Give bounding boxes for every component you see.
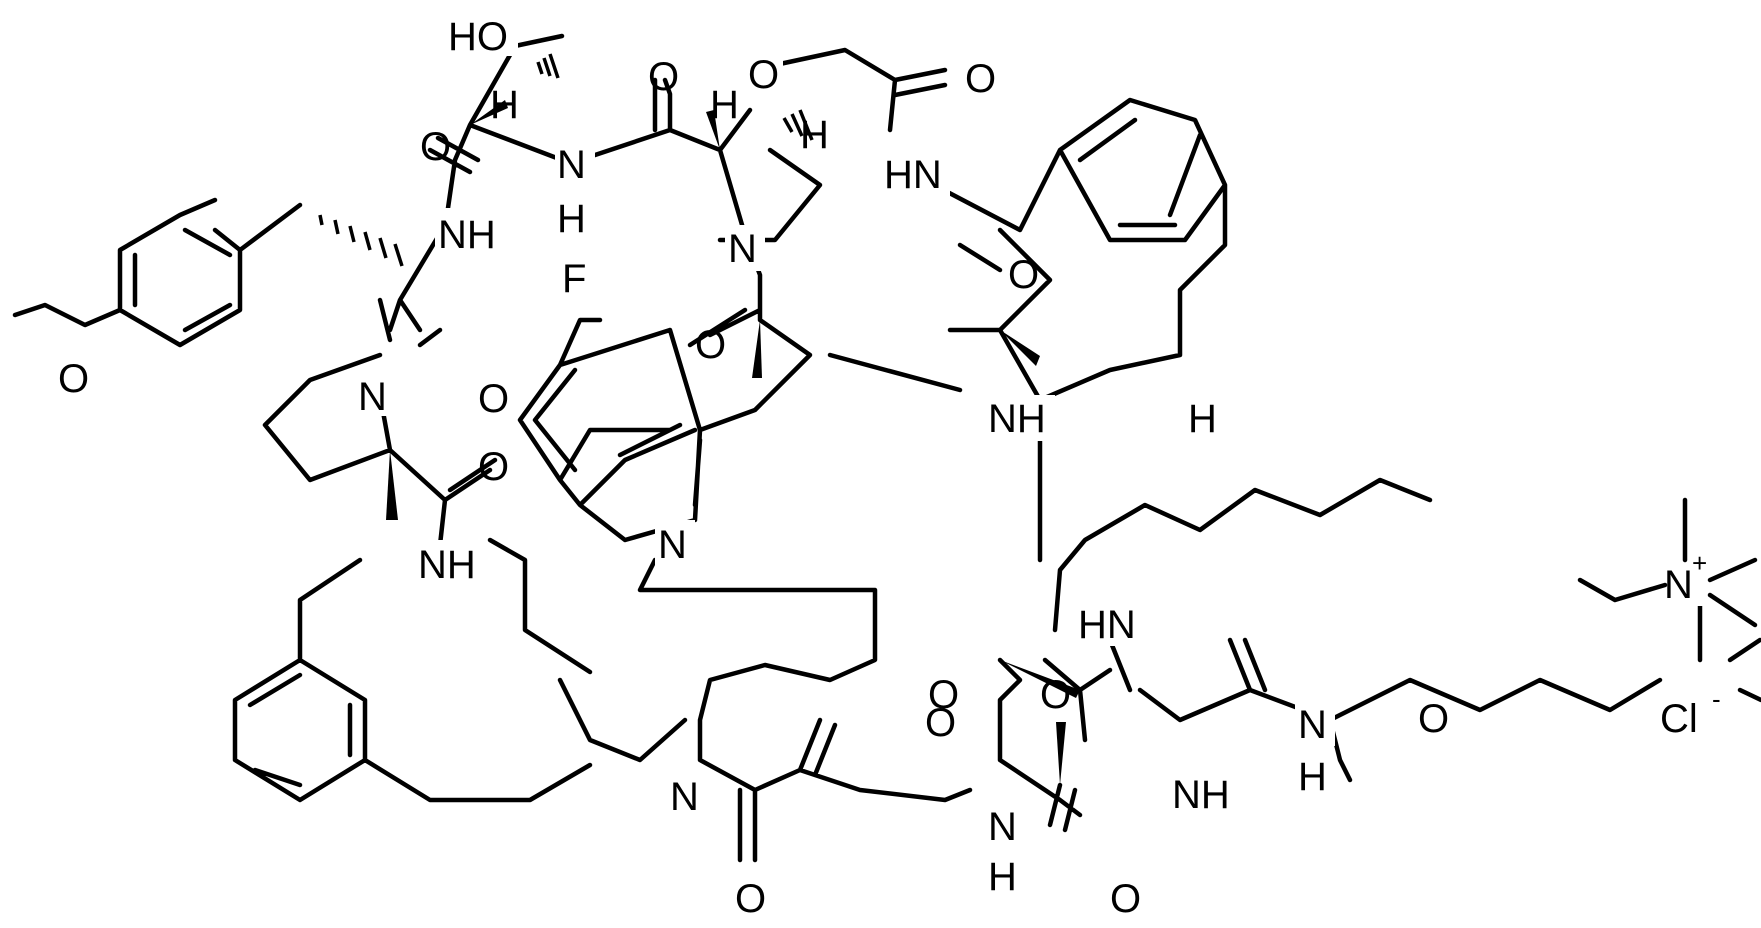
wedge-dap <box>1000 660 1080 698</box>
atom-label-o-meproco: O <box>478 445 509 489</box>
atom-label-ho: HO <box>448 15 508 59</box>
atom-label-n-hyp: N <box>728 227 757 271</box>
label-mask <box>1075 600 1145 646</box>
atom-label-nh-ala-h: H <box>988 855 1017 899</box>
atom-label-o-succ-a: O <box>925 701 956 745</box>
atom-label-hn-glyc: HN <box>884 153 942 197</box>
atom-label-n-plus: N <box>1664 563 1693 607</box>
charge-minus: - <box>1712 684 1721 714</box>
quaternary-ammonium-bonds <box>1577 497 1758 628</box>
atom-label-n-indole: N <box>658 523 687 567</box>
atom-label-o-phe: O <box>1008 253 1039 297</box>
atom-label-o-thr: O <box>420 125 451 169</box>
atom-label-o-dapside: O <box>1418 697 1449 741</box>
atom-label-o-ala: O <box>928 673 959 717</box>
label-mask <box>985 800 1025 846</box>
label-mask <box>355 370 395 416</box>
atom-label-nh-trp: NH <box>988 397 1046 441</box>
atom-label-o-hyp: O <box>648 55 679 99</box>
atom-label-nh-tyr: NH <box>438 213 496 257</box>
wedge-trp <box>752 320 762 378</box>
atom-label-h-phe: H <box>1188 397 1217 441</box>
charge-plus: + <box>1692 548 1707 578</box>
label-mask <box>435 208 505 254</box>
atom-label-cl: Cl <box>1660 697 1698 741</box>
label-mask <box>985 395 1055 441</box>
atom-label-f: F <box>562 257 586 301</box>
atom-label-n-mepro: N <box>358 375 387 419</box>
label-mask <box>668 772 708 818</box>
atom-label-nh-thr: N <box>557 143 586 187</box>
atom-label-o-dap: O <box>1040 673 1071 717</box>
label-mask <box>560 255 596 299</box>
bond-network <box>12 33 1761 863</box>
atom-label-nh-dap: NH <box>1172 773 1230 817</box>
label-mask <box>448 12 518 56</box>
label-mask <box>55 355 95 401</box>
atom-label-nh-thr-h: H <box>557 197 586 241</box>
atom-label-h-thr: H <box>490 83 519 127</box>
wedge-hyp-h <box>706 110 720 150</box>
atom-label-o-alaco: O <box>1110 877 1141 921</box>
wedge-phe-h <box>1000 330 1040 366</box>
atom-label-o-glyc: O <box>965 57 996 101</box>
label-mask <box>415 540 485 586</box>
atom-label-o-succ-b: O <box>735 877 766 921</box>
atom-label-n-tert: N <box>670 775 699 819</box>
label-mask <box>655 520 695 566</box>
label-mask <box>1170 770 1240 816</box>
atom-label-h-hyp-a: H <box>710 83 739 127</box>
label-mask <box>745 48 783 94</box>
atom-label-o-tyrco: O <box>478 377 509 421</box>
atom-label-nh-ala: N <box>988 805 1017 849</box>
atom-label-n-dapside: N <box>1298 703 1327 747</box>
atom-label-o-ether: O <box>748 53 779 97</box>
label-mask <box>1660 560 1706 606</box>
label-mask <box>880 150 950 196</box>
stereo-wedges <box>386 100 1080 785</box>
atom-label-nh-mepro: NH <box>418 543 476 587</box>
atom-labels: HO H O N H O H O H O HN NH N F O O N O O… <box>55 12 1721 921</box>
wedge-thr-h <box>470 100 508 125</box>
stereo-hashes <box>318 53 814 267</box>
label-mask <box>725 225 765 271</box>
atom-label-o-hypco: O <box>695 323 726 367</box>
label-mask <box>555 140 595 180</box>
atom-label-h-hyp-b: H <box>800 113 829 157</box>
atom-label-n-dapside-h: H <box>1298 755 1327 799</box>
atom-label-hn-right: HN <box>1078 603 1136 647</box>
label-mask <box>1295 700 1335 746</box>
wedge-ala-me <box>1056 722 1066 785</box>
atom-label-o-ome: O <box>58 357 89 401</box>
wedge-mepro-me <box>386 450 398 520</box>
